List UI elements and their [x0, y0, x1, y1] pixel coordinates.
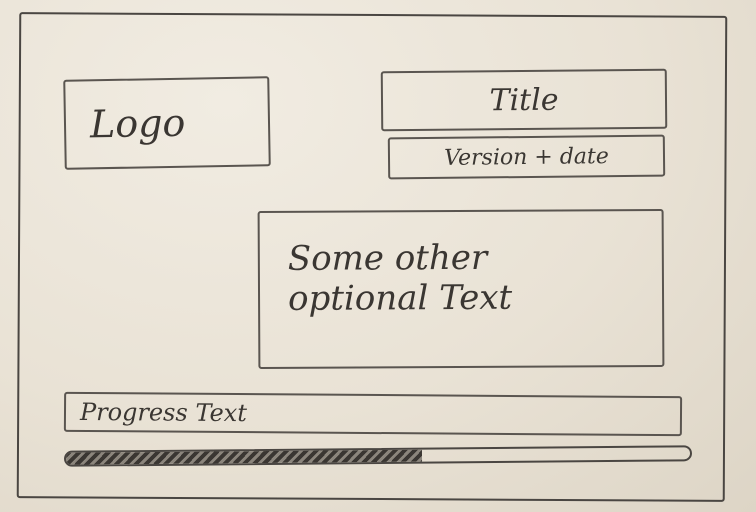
progress-status: Progress Text	[63, 391, 683, 437]
logo-placeholder-text: Logo	[89, 100, 186, 147]
optional-message: Some other optional Text	[257, 208, 665, 370]
optional-message-text: Some other optional Text	[287, 237, 513, 319]
progress-status-text: Progress Text	[79, 397, 248, 428]
logo: Logo	[63, 76, 271, 170]
progress-bar-fill	[65, 449, 422, 465]
app-title-text: Title	[489, 82, 559, 118]
app-title: Title	[380, 68, 668, 132]
version-date: Version + date	[387, 134, 666, 180]
version-date-text: Version + date	[444, 143, 609, 171]
